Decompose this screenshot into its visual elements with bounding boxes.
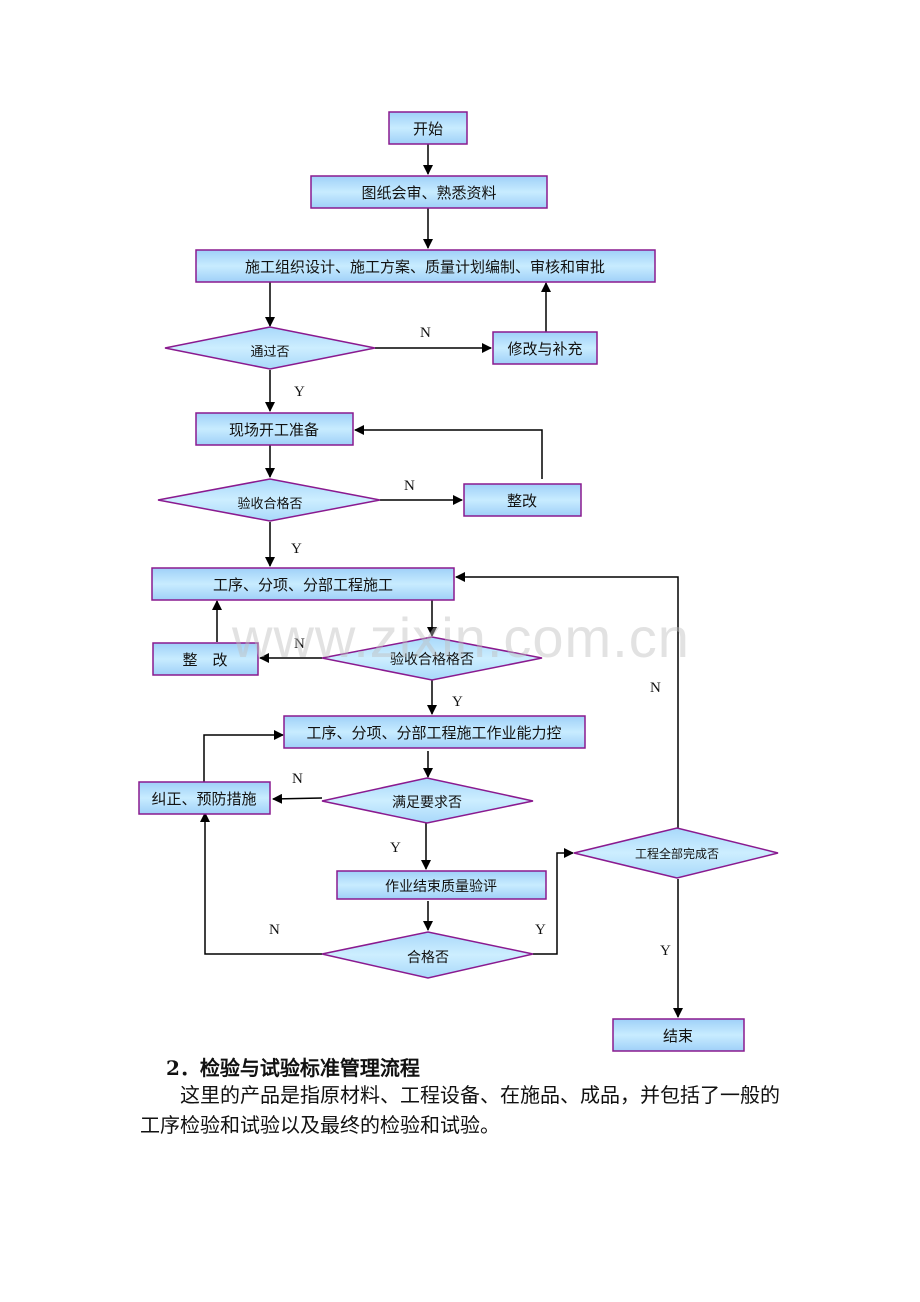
- label-complete-no: N: [650, 680, 661, 696]
- decision-qualified: 合格否: [321, 931, 534, 979]
- node-review-drawings-label: 图纸会审、熟悉资料: [361, 184, 496, 202]
- decision-acceptance-2: 验收合格格否: [321, 636, 543, 681]
- decision-acceptance-2-label: 验收合格格否: [390, 652, 474, 668]
- node-site-prep-label: 现场开工准备: [229, 421, 319, 439]
- node-start: 开始: [388, 111, 468, 145]
- node-rectify-2: 整 改: [152, 642, 259, 676]
- label-qualified-yes: Y: [535, 922, 546, 938]
- edge-qualified-yes-to-complete: [533, 848, 574, 955]
- decision-qualified-label: 合格否: [407, 950, 449, 966]
- node-quality-evaluation: 作业结束质量验评: [336, 870, 547, 900]
- decision-approved-label: 通过否: [250, 345, 289, 360]
- label-accept2-yes: Y: [452, 694, 463, 710]
- node-construction-design-label: 施工组织设计、施工方案、质量计划编制、审核和审批: [245, 258, 605, 276]
- node-construction-design: 施工组织设计、施工方案、质量计划编制、审核和审批: [195, 249, 656, 283]
- edge-complete-no-to-subproject: [455, 572, 679, 828]
- node-review-drawings: 图纸会审、熟悉资料: [310, 175, 548, 209]
- decision-project-complete: 工程全部完成否: [573, 827, 779, 879]
- decision-meets-requirements: 满足要求否: [321, 777, 534, 824]
- body-paragraph: 这里的产品是指原材料、工程设备、在施品、成品，并包括了一般的工序检验和试验以及最…: [140, 1083, 780, 1137]
- label-accept1-yes: Y: [291, 541, 302, 557]
- label-approved-no: N: [420, 325, 431, 341]
- node-rectify-2-label: 整 改: [182, 651, 227, 669]
- node-corrective-actions: 纠正、预防措施: [138, 781, 271, 815]
- decision-meets-requirements-label: 满足要求否: [392, 795, 462, 811]
- label-accept2-no: N: [294, 636, 305, 652]
- node-subproject-construction-label: 工序、分项、分部工程施工: [213, 576, 393, 594]
- node-capability-control: 工序、分项、分部工程施工作业能力控: [283, 715, 586, 749]
- decision-acceptance-1: 验收合格否: [157, 478, 381, 522]
- decision-project-complete-label: 工程全部完成否: [635, 846, 719, 861]
- edge-qualified-no-to-corrective: [200, 812, 322, 955]
- label-accept1-no: N: [404, 478, 415, 494]
- node-capability-control-label: 工序、分项、分部工程施工作业能力控: [306, 724, 561, 742]
- node-rectify-1-label: 整改: [507, 492, 537, 510]
- label-qualified-no: N: [269, 922, 280, 938]
- edge-meets-no-to-corrective: [272, 793, 323, 804]
- node-subproject-construction: 工序、分项、分部工程施工: [151, 567, 455, 601]
- edge-corrective-to-capability: [203, 730, 284, 782]
- node-corrective-actions-label: 纠正、预防措施: [151, 790, 256, 808]
- node-revise-label: 修改与补充: [507, 340, 582, 358]
- label-meets-no: N: [292, 771, 303, 787]
- node-end: 结束: [612, 1018, 745, 1052]
- label-complete-yes: Y: [660, 943, 671, 959]
- section-heading: 2．检验与试验标准管理流程: [166, 1056, 420, 1080]
- node-end-label: 结束: [663, 1027, 693, 1045]
- flowchart: N Y N Y N Y N N Y N Y Y 开始 图纸会审、熟悉资料 施工组…: [138, 111, 779, 1052]
- label-approved-yes: Y: [294, 384, 305, 400]
- decision-acceptance-1-label: 验收合格否: [237, 496, 302, 512]
- edge-rectify1-to-siteprep: [354, 425, 543, 479]
- node-site-prep: 现场开工准备: [195, 412, 354, 446]
- label-meets-yes: Y: [390, 840, 401, 856]
- decision-approved: 通过否: [164, 326, 376, 370]
- node-rectify-1: 整改: [463, 483, 582, 517]
- node-revise: 修改与补充: [492, 331, 598, 365]
- node-start-label: 开始: [413, 120, 443, 138]
- node-quality-evaluation-label: 作业结束质量验评: [385, 879, 497, 895]
